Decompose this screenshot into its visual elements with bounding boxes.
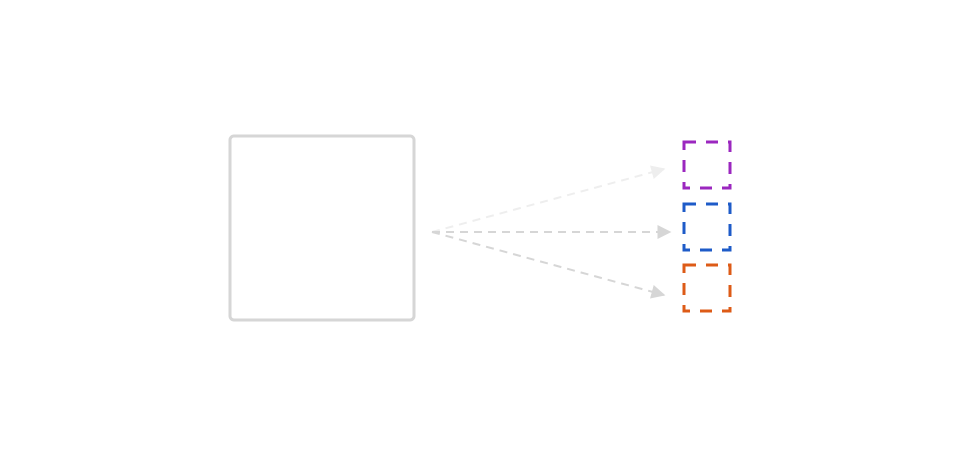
connector-arrows xyxy=(431,165,672,299)
arrow-to-target-bottom xyxy=(431,231,666,299)
target-boxes xyxy=(682,140,732,313)
target-box-bottom xyxy=(682,263,732,313)
target-box-middle xyxy=(682,202,732,252)
source-box xyxy=(228,134,416,322)
target-box-top xyxy=(682,140,732,190)
arrow-to-target-top xyxy=(431,165,666,233)
